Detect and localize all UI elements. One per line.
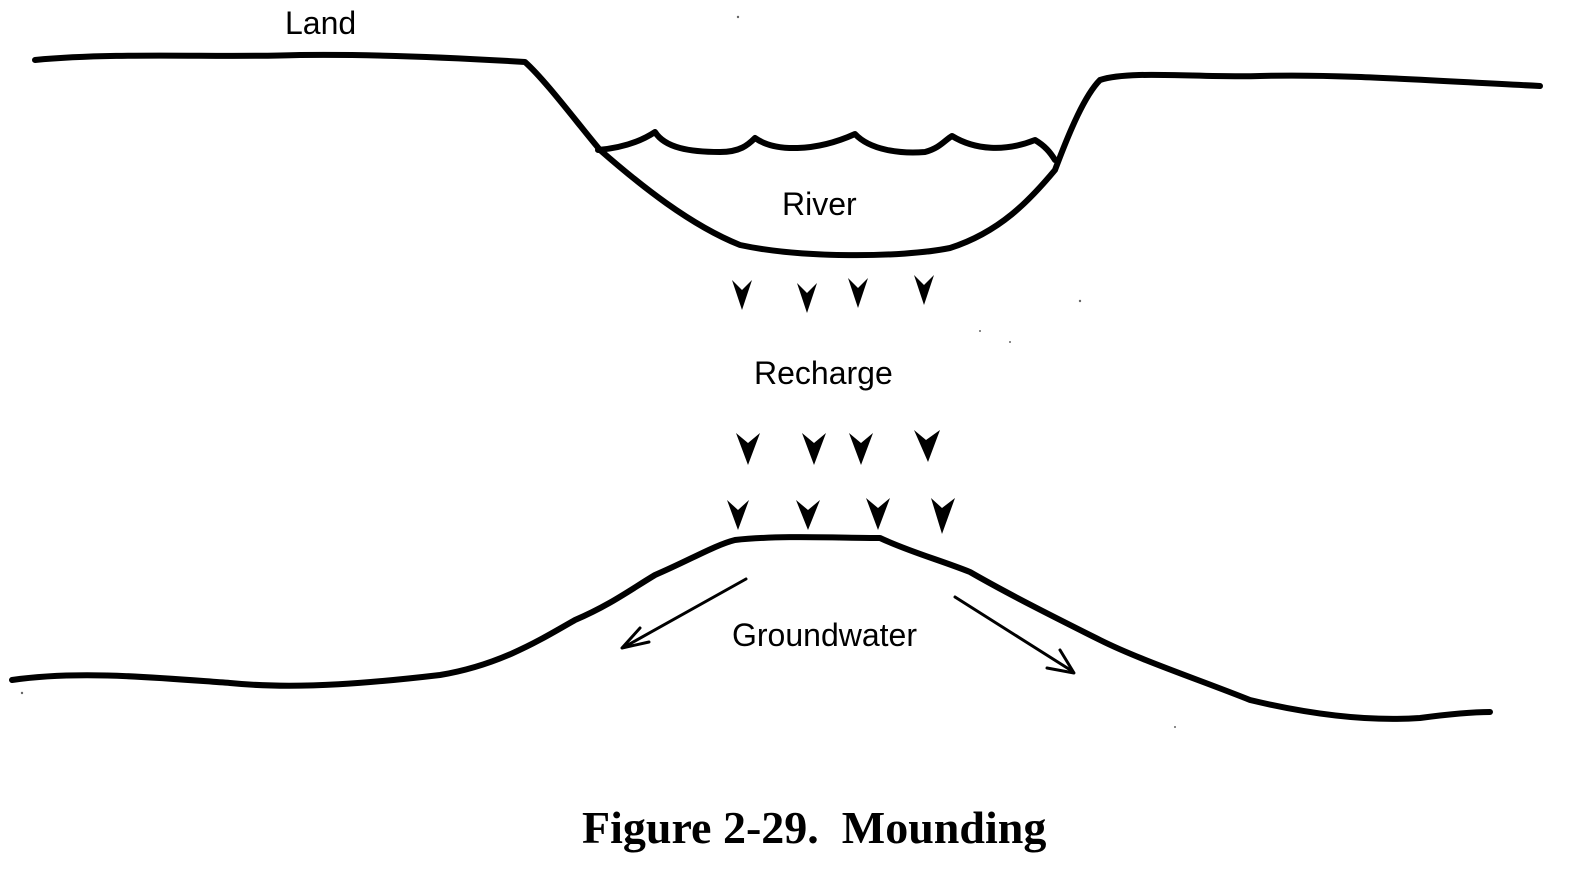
scan-specks (20, 15, 1176, 728)
recharge-arrow-head (914, 430, 940, 462)
recharge-arrow-head (849, 433, 873, 465)
recharge-arrows-row-2 (736, 430, 940, 465)
recharge-arrow-head (914, 275, 934, 305)
groundwater-label: Groundwater (732, 617, 917, 653)
recharge-arrow-head (736, 433, 760, 465)
recharge-arrow-head (796, 500, 820, 530)
recharge-label: Recharge (754, 355, 893, 391)
recharge-arrow-head (732, 280, 752, 310)
recharge-arrow-head (797, 283, 817, 313)
flow-arrow-left (620, 577, 748, 650)
recharge-arrow-head (931, 498, 955, 534)
recharge-arrow-head (802, 433, 826, 465)
recharge-arrow-head (848, 278, 868, 308)
groundwater-table-line (9, 534, 1493, 722)
flow-arrow-right (953, 595, 1076, 675)
land-label: Land (285, 5, 356, 41)
recharge-arrows-row-1 (732, 275, 934, 313)
figure-caption: Figure 2-29. Mounding (582, 802, 1046, 853)
river-label: River (782, 186, 857, 222)
recharge-arrow-head (727, 500, 749, 530)
recharge-arrow-head (866, 498, 890, 530)
recharge-arrows-row-3 (727, 498, 955, 534)
land-surface-line (32, 51, 1543, 259)
river-water-surface (595, 129, 1058, 163)
